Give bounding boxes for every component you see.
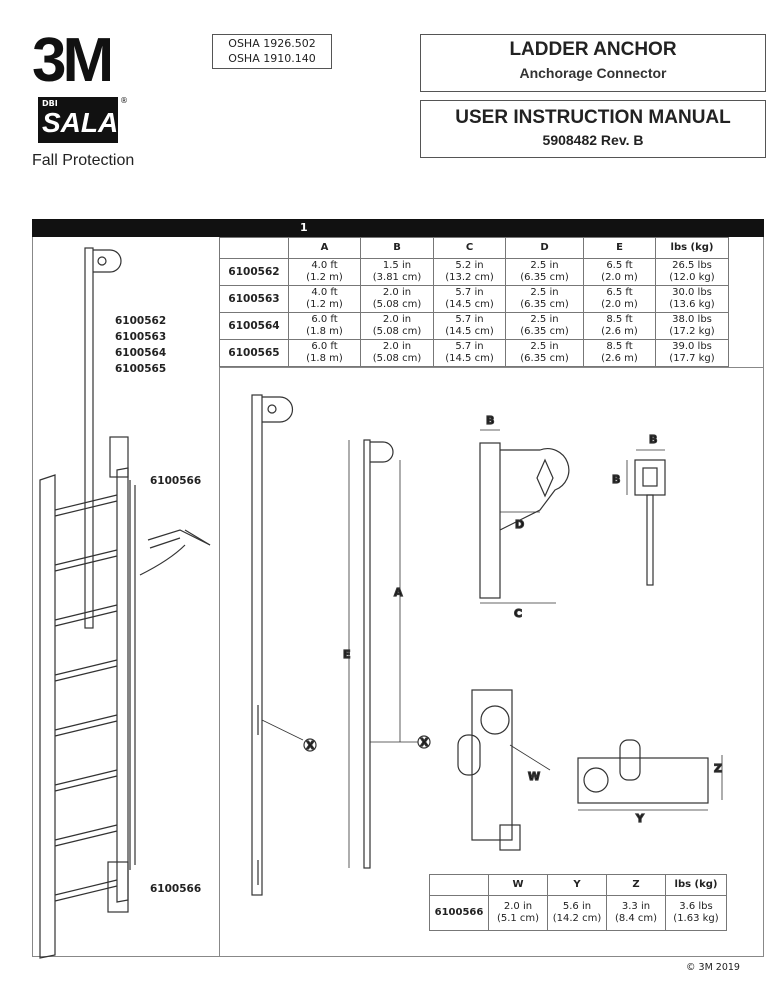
svg-text:Y: Y — [635, 812, 645, 825]
table-cell: 30.0 lbs(13.6 kg) — [655, 285, 729, 313]
anchor-bar-illustration: X X A E — [251, 394, 431, 896]
table-cell: 2.5 in(6.35 cm) — [505, 258, 584, 286]
part-number-list: 6100562 6100563 6100564 6100565 — [115, 315, 167, 375]
part-number: 6100563 — [219, 285, 289, 313]
product-subtitle: Anchorage Connector — [519, 65, 667, 81]
svg-text:W: W — [528, 770, 540, 783]
svg-text:B: B — [612, 473, 620, 486]
ladder-rung — [54, 824, 118, 847]
divider — [219, 367, 764, 368]
svg-text:E: E — [343, 648, 351, 661]
table-cell: 5.7 in(14.5 cm) — [433, 339, 506, 367]
ladder-bracket-detail: W Y Z — [457, 689, 723, 851]
ladder-rung — [54, 714, 118, 737]
table-cell: 38.0 lbs(17.2 kg) — [655, 312, 729, 340]
table-cell: 8.5 ft(2.6 m) — [583, 312, 656, 340]
svg-text:Z: Z — [714, 762, 722, 775]
ladder-rung — [54, 659, 118, 682]
table-cell: 5.2 in(13.2 cm) — [433, 258, 506, 286]
table-cell: 2.0 in(5.08 cm) — [360, 312, 434, 340]
bracket-label-top: 6100566 — [150, 475, 202, 487]
table-cell: 5.7 in(14.5 cm) — [433, 285, 506, 313]
table-cell: 6.0 ft(1.8 m) — [288, 339, 361, 367]
copyright: © 3M 2019 — [686, 962, 740, 973]
ladder-rung — [54, 604, 118, 627]
column-header — [429, 874, 489, 896]
table-cell: 2.0 in(5.08 cm) — [360, 339, 434, 367]
division-name: Fall Protection — [32, 152, 135, 169]
table-cell: 2.5 in(6.35 cm) — [505, 339, 584, 367]
table-cell: 3.6 lbs(1.63 kg) — [665, 895, 727, 931]
ladder-rung — [54, 494, 118, 517]
svg-text:A: A — [394, 586, 403, 599]
table-cell: 39.0 lbs(17.7 kg) — [655, 339, 729, 367]
anchor-head-detail: B D C B B — [479, 413, 666, 621]
figure-number: 1 — [300, 221, 308, 234]
svg-text:B: B — [486, 414, 494, 427]
part-number: 6100562 — [219, 258, 289, 286]
product-title: LADDER ANCHOR — [509, 39, 677, 60]
product-title-box: LADDER ANCHOR Anchorage Connector — [420, 34, 766, 92]
ladder-illustration — [39, 247, 211, 959]
svg-text:X: X — [306, 739, 315, 752]
svg-text:D: D — [515, 518, 524, 531]
osha-box: OSHA 1926.502 OSHA 1910.140 — [212, 34, 332, 69]
column-header: lbs (kg) — [665, 874, 727, 896]
ladder-rung — [54, 769, 118, 792]
table-cell: 2.5 in(6.35 cm) — [505, 285, 584, 313]
part-number: 6100565 — [219, 339, 289, 367]
column-header: Z — [606, 874, 666, 896]
manual-number: 5908482 Rev. B — [542, 132, 644, 148]
table-cell: 6.0 ft(1.8 m) — [288, 312, 361, 340]
part-number: 6100566 — [429, 895, 489, 931]
table-cell: 5.6 in(14.2 cm) — [547, 895, 607, 931]
figure-header-bar: 1 — [32, 219, 764, 237]
column-header: Y — [547, 874, 607, 896]
svg-text:B: B — [649, 433, 657, 446]
dbi-sala-logo: DBI SALA — [38, 97, 118, 143]
part-number: 6100564 — [219, 312, 289, 340]
table-cell: 8.5 ft(2.6 m) — [583, 339, 656, 367]
column-header: W — [488, 874, 548, 896]
bracket-label-bottom: 6100566 — [150, 883, 202, 895]
manual-title: USER INSTRUCTION MANUAL — [455, 107, 731, 128]
divider — [219, 237, 220, 957]
svg-text:X: X — [420, 736, 429, 749]
registered-mark: ® — [120, 96, 128, 105]
table-cell: 2.0 in(5.1 cm) — [488, 895, 548, 931]
svg-text:C: C — [514, 607, 522, 620]
manual-title-box: USER INSTRUCTION MANUAL 5908482 Rev. B — [420, 100, 766, 158]
ladder-rung — [54, 879, 118, 902]
ladder-rung — [54, 549, 118, 572]
3m-logo: 3M — [32, 26, 114, 95]
table-cell: 3.3 in(8.4 cm) — [606, 895, 666, 931]
